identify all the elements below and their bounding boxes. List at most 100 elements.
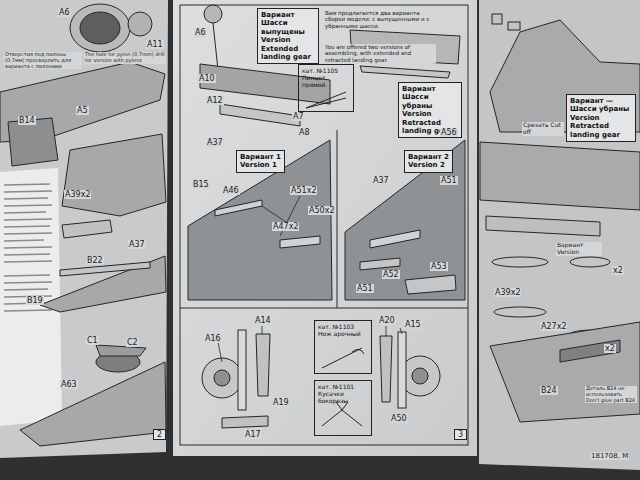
landing-gear-parts-shape — [360, 66, 450, 78]
callout-number: A19 — [272, 398, 290, 407]
callout-number: A50x2 — [308, 206, 335, 215]
landing-gear-parts-shape — [213, 23, 218, 70]
landing-gear-parts-shape — [204, 5, 222, 23]
sheet-text-lines-shape — [4, 310, 52, 311]
page-frames-shape — [180, 5, 468, 445]
tool-icons-shape — [306, 98, 346, 108]
box-text: Вариант 1 — [240, 153, 281, 161]
landing-gear-parts — [188, 5, 465, 428]
leader-lines-shape — [262, 326, 263, 334]
note-text: Срезать Cut off — [522, 122, 564, 136]
pages-shape — [0, 168, 62, 426]
callout-number: A10 — [198, 74, 216, 83]
callout-number: A5 — [76, 106, 89, 115]
callout-number: A63 — [60, 380, 78, 389]
variant-box: Вариант 1Version 1 — [236, 150, 285, 173]
right-page-parts-shape — [570, 257, 610, 267]
sheet-text-lines-shape — [4, 261, 52, 262]
right-page-parts-shape — [486, 216, 600, 236]
landing-gear-parts-shape — [345, 140, 465, 300]
landing-gear-parts-shape — [380, 336, 392, 402]
leader-lines-shape — [400, 328, 402, 334]
landing-gear-parts-shape — [412, 368, 428, 384]
page-number: 3 — [454, 429, 467, 440]
callout-number: x2 — [612, 266, 624, 275]
box-text: Вариант — Шасси убраны — [570, 97, 632, 114]
left-page-parts-shape — [60, 262, 150, 276]
left-page-parts — [0, 4, 166, 446]
callout-number: A17 — [244, 430, 262, 439]
sheet-text-lines-shape — [4, 275, 50, 276]
landing-gear-parts-shape — [398, 332, 406, 408]
left-page-parts-shape — [128, 12, 152, 36]
sheet-text-lines-shape — [4, 240, 44, 241]
callout-number: A6 — [194, 28, 207, 37]
box-text: кат. №1103 Нож арочный — [318, 323, 368, 337]
sheet-text-lines-shape — [4, 233, 52, 234]
left-page-parts-shape — [20, 362, 166, 446]
landing-gear-parts-shape — [256, 334, 270, 396]
pages-shape — [0, 0, 168, 458]
callout-number: A27x2 — [540, 322, 567, 331]
note-text: You are offered two versions of assembli… — [324, 44, 436, 63]
callout-number: B15 — [192, 180, 210, 189]
pages-shape — [479, 0, 640, 470]
callout-number: A50 — [390, 414, 408, 423]
box-text: Вариант Шасси убраны — [402, 85, 458, 110]
callout-number: C1 — [86, 336, 99, 345]
tool-box: кат. №1101 Кусачки бокорезы — [314, 380, 372, 436]
box-text: Вариант 2 — [408, 153, 449, 161]
sheet-text-lines-shape — [4, 282, 52, 283]
left-page-parts-shape — [62, 134, 166, 216]
landing-gear-parts-shape — [238, 330, 246, 410]
sheet-text-lines — [4, 184, 52, 311]
callout-number: A56 — [440, 128, 458, 137]
callout-number: A53 — [430, 262, 448, 271]
callout-number: A51x2 — [290, 186, 317, 195]
callout-number: x2 — [604, 344, 616, 353]
sheet-text-lines-shape — [4, 184, 50, 185]
sheet-text-lines-shape — [4, 205, 52, 206]
left-page-parts-shape — [80, 12, 120, 44]
right-page-parts-shape — [560, 340, 620, 362]
note-text: Деталь B24 не использовать Don't glue pa… — [585, 386, 637, 403]
page-frames — [153, 5, 468, 445]
callout-number: A51 — [356, 284, 374, 293]
box-text: Version 1 — [240, 161, 281, 169]
callout-number: 181708, M — [590, 452, 629, 460]
tool-box: кат. №1105 Пинцет прямой — [298, 64, 354, 112]
variant-box: Вариант 2Version 2 — [404, 150, 453, 173]
variant-box: Вариант — Шасси убраныVersion Retracted … — [566, 94, 636, 142]
callout-number: A39x2 — [64, 190, 91, 199]
right-page-parts-shape — [494, 307, 546, 317]
callout-number: A37 — [372, 176, 390, 185]
callout-number: A14 — [254, 316, 272, 325]
box-text: Version Retracted landing gear — [570, 114, 632, 139]
callout-number: B14 — [18, 116, 36, 125]
left-page-parts-shape — [62, 220, 112, 238]
landing-gear-parts-shape — [215, 200, 262, 216]
callout-number: A37 — [128, 240, 146, 249]
variant-box: Вариант Шасси выпущеныVersion Extended l… — [257, 8, 319, 64]
callout-number: B24 — [540, 386, 558, 395]
callout-number: A8 — [298, 128, 311, 137]
callout-number: A20 — [378, 316, 396, 325]
callout-number: A37 — [206, 138, 224, 147]
right-page-parts-shape — [508, 22, 520, 30]
box-text: Вариант Шасси выпущены — [261, 11, 315, 36]
left-page-parts-shape — [8, 118, 58, 166]
right-page-parts-shape — [492, 14, 502, 24]
note-text: Вариант Version — [556, 242, 602, 256]
sheet-text-lines-shape — [4, 289, 48, 290]
note-text: Вам предлагается два варианта сборки мод… — [324, 10, 436, 29]
note-text: The hole for pylon (0,7mm) drill for ver… — [84, 52, 166, 64]
page-frames-shape — [337, 130, 338, 308]
landing-gear-parts-shape — [360, 258, 400, 270]
callout-number: A52 — [382, 270, 400, 279]
sheet-text-lines-shape — [4, 198, 48, 199]
tool-icons-shape — [306, 92, 346, 108]
callout-number: A7 — [292, 112, 305, 121]
